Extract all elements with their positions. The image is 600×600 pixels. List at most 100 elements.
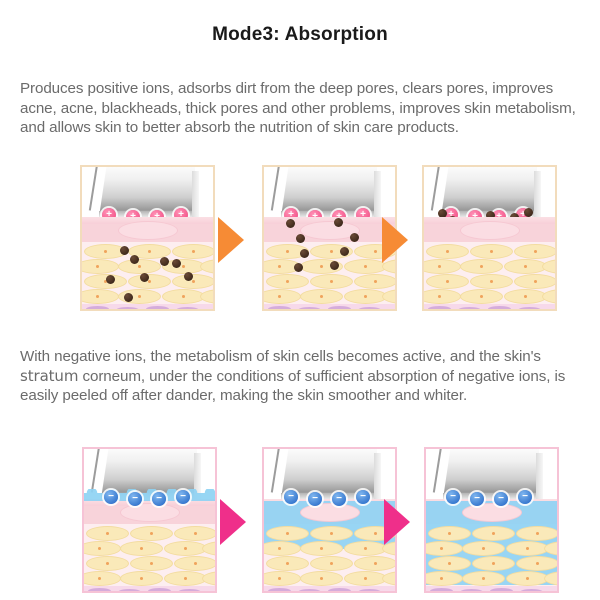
subcutaneous-vessel bbox=[116, 307, 139, 309]
skin-cell bbox=[264, 541, 301, 556]
subcutaneous-vessel bbox=[86, 306, 109, 309]
panel-negative-step-3: − − − − bbox=[424, 447, 559, 593]
skin-cell bbox=[460, 289, 503, 304]
device-probe-edge bbox=[281, 211, 377, 217]
skin-cell bbox=[266, 526, 309, 541]
dirt-particle bbox=[120, 246, 129, 255]
subcutaneous-vessel bbox=[430, 588, 453, 591]
skin-cell bbox=[300, 571, 343, 586]
subcutaneous-vessel bbox=[268, 306, 291, 309]
skin-cross-section bbox=[84, 499, 215, 591]
device-probe-stem bbox=[270, 449, 280, 493]
subcutaneous-vessel bbox=[428, 306, 451, 309]
skin-cell bbox=[514, 244, 555, 259]
dirt-particle bbox=[330, 261, 339, 270]
subcutaneous-vessel bbox=[518, 307, 541, 309]
subcutaneous-vessel bbox=[488, 306, 511, 309]
device-probe-stem bbox=[432, 449, 442, 493]
skin-cross-section bbox=[264, 499, 395, 591]
panel-negative-step-2: − − − − bbox=[262, 447, 397, 593]
negative-ion-icon: − bbox=[308, 492, 322, 506]
subcutaneous-vessel bbox=[490, 588, 513, 591]
dirt-particle bbox=[350, 233, 359, 242]
skin-cell bbox=[472, 556, 515, 571]
panel-positive-step-1: + + + + bbox=[80, 165, 215, 311]
skin-cell bbox=[462, 571, 505, 586]
skin-cell bbox=[514, 274, 555, 289]
paragraph2-emphasis-stratum: stratum bbox=[20, 366, 79, 385]
negative-ion-icon: − bbox=[332, 492, 346, 506]
progression-arrow-1 bbox=[220, 499, 246, 545]
subcutaneous-vessel bbox=[328, 588, 351, 591]
device-probe-side bbox=[374, 453, 381, 499]
figure-row-positive-ion-absorption: + + + + bbox=[0, 165, 600, 315]
dirt-particle bbox=[124, 293, 133, 302]
skin-cell bbox=[428, 556, 471, 571]
subcutaneous-vessel bbox=[268, 588, 291, 591]
skin-cell bbox=[200, 289, 213, 304]
pore-opening bbox=[300, 503, 360, 522]
subcutaneous-vessel bbox=[118, 589, 141, 591]
device-probe-edge bbox=[281, 493, 377, 499]
skin-cell bbox=[542, 289, 555, 304]
skin-cell bbox=[174, 526, 215, 541]
skin-cross-section bbox=[426, 499, 557, 591]
skin-cell bbox=[82, 289, 119, 304]
progression-arrow-2 bbox=[382, 217, 408, 263]
skin-cell bbox=[82, 259, 119, 274]
skin-cell bbox=[470, 274, 513, 289]
dirt-particle bbox=[160, 257, 169, 266]
negative-ion-fluid-layer bbox=[84, 489, 215, 501]
skin-cell bbox=[472, 526, 515, 541]
dirt-particle bbox=[296, 234, 305, 243]
scene-illustration: + + + + bbox=[264, 167, 395, 309]
skin-cross-section bbox=[424, 217, 555, 309]
device-probe-stem bbox=[88, 167, 98, 211]
dirt-particle bbox=[438, 209, 447, 218]
skin-cell bbox=[164, 571, 207, 586]
device-probe-side bbox=[192, 171, 199, 217]
subcutaneous-vessel bbox=[88, 588, 111, 591]
dirt-particle bbox=[172, 259, 181, 268]
negative-ion-icon: − bbox=[152, 492, 166, 506]
skin-cell bbox=[516, 556, 557, 571]
device-probe-stem bbox=[270, 167, 280, 211]
pore-opening bbox=[120, 503, 180, 522]
scene-illustration: + + + + bbox=[424, 167, 555, 309]
skin-cell bbox=[544, 541, 557, 556]
skin-cell bbox=[84, 274, 127, 289]
skin-cell bbox=[544, 571, 557, 586]
skin-cell bbox=[424, 259, 461, 274]
skin-cell bbox=[266, 556, 309, 571]
negative-ion-icon: − bbox=[176, 490, 190, 504]
negative-ion-icon: − bbox=[446, 490, 460, 504]
dirt-particle bbox=[524, 208, 533, 217]
skin-cell bbox=[264, 289, 301, 304]
skin-cell bbox=[344, 571, 387, 586]
skin-cell bbox=[462, 541, 505, 556]
dirt-particle bbox=[300, 249, 309, 258]
page-title: Mode3: Absorption bbox=[212, 24, 388, 45]
dirt-particle bbox=[486, 211, 495, 220]
skin-cell bbox=[164, 541, 207, 556]
skin-cell bbox=[264, 571, 301, 586]
skin-cell bbox=[354, 556, 395, 571]
pore-opening bbox=[300, 221, 360, 240]
subcutaneous-vessel bbox=[520, 589, 543, 591]
device-probe-side bbox=[194, 453, 201, 499]
negative-ion-icon: − bbox=[470, 492, 484, 506]
skin-cell bbox=[130, 556, 173, 571]
device-probe-side bbox=[534, 171, 541, 217]
negative-ion-icon: − bbox=[104, 490, 118, 504]
pore-opening bbox=[118, 221, 178, 240]
subcutaneous-vessel bbox=[178, 589, 201, 591]
skin-cell bbox=[300, 541, 343, 556]
description-paragraph-positive-ions: Produces positive ions, adsorbs dirt fro… bbox=[20, 80, 576, 136]
pore-opening bbox=[462, 503, 522, 522]
skin-cell bbox=[460, 259, 503, 274]
subcutaneous-vessel bbox=[358, 307, 381, 309]
skin-cell bbox=[84, 541, 121, 556]
fluid-wave-edge bbox=[84, 489, 215, 497]
skin-cell bbox=[506, 541, 549, 556]
